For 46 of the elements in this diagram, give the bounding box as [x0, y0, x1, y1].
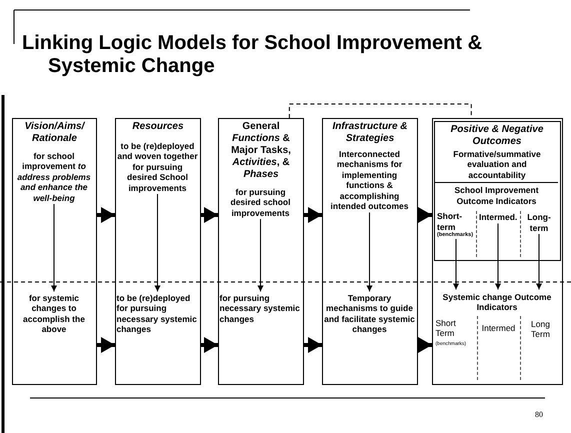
connector-line	[288, 104, 472, 118]
indicator-label: Long Term	[522, 318, 560, 340]
column-heading: Vision/Aims/ Rationale	[24, 120, 86, 145]
arrow	[536, 234, 542, 290]
arrow	[97, 337, 115, 353]
column-text: for systemic changes to accomplish the above	[12, 292, 96, 336]
arrow	[495, 223, 501, 290]
arrow	[201, 337, 218, 353]
arrow	[154, 194, 160, 292]
arrow	[366, 212, 372, 292]
indicator-label: Long- term	[521, 211, 557, 234]
column-box	[12, 118, 97, 385]
column-text: for pursuing necessary systemic changes	[218, 292, 304, 325]
column-box	[115, 118, 201, 385]
column-heading: Resources	[131, 120, 185, 133]
indicator-label: Intermed.	[477, 211, 519, 224]
outcomes-text: Formative/summative evaluation and accountability	[452, 148, 542, 181]
arrow	[304, 337, 322, 353]
arrow	[418, 337, 432, 353]
column-text: Temporary mechanisms to guide and facilitate systemic changes	[322, 292, 418, 336]
arrow	[258, 218, 264, 292]
arrow	[453, 238, 459, 290]
indicators-heading: School Improvement Outcome Indicators	[453, 185, 540, 206]
column-box	[432, 118, 563, 385]
column-text: for pursuing desired school improvements	[218, 186, 304, 219]
arrow	[97, 207, 115, 223]
column-text: for school improvement to address problems and enhance the well-being	[12, 150, 96, 204]
indicators-heading: Systemic change Outcome Indicators	[442, 292, 552, 312]
column-text: to be (re)deployed and woven together for pursuing desired School improvements	[114, 140, 200, 194]
slide-title: Linking Logic Models for School Improvement & Systemic Change	[22, 32, 484, 78]
outcomes-box	[434, 120, 560, 260]
column-text: Interconnected mechanisms for implementing functions & accomplishing intended outcomes	[322, 148, 418, 212]
indicator-label: Intermed	[480, 322, 516, 334]
arrow	[201, 207, 218, 223]
column-box	[218, 118, 304, 385]
arrow	[304, 207, 322, 223]
column-heading: Infrastructure & Strategies	[331, 120, 408, 145]
column-box	[322, 118, 418, 385]
column-heading: General Functions & Major Tasks, Activities, & Phases	[230, 120, 292, 181]
arrow	[51, 204, 57, 292]
outcomes-heading: Positive & Negative Outcomes	[450, 122, 544, 148]
page-number: 80	[535, 410, 543, 419]
column-text: to be (re)deployed for pursuing necessary systemic changes	[114, 292, 200, 336]
indicator-label: Short Term	[436, 318, 457, 338]
arrow	[418, 207, 432, 223]
indicator-label: Short- term	[437, 211, 464, 232]
